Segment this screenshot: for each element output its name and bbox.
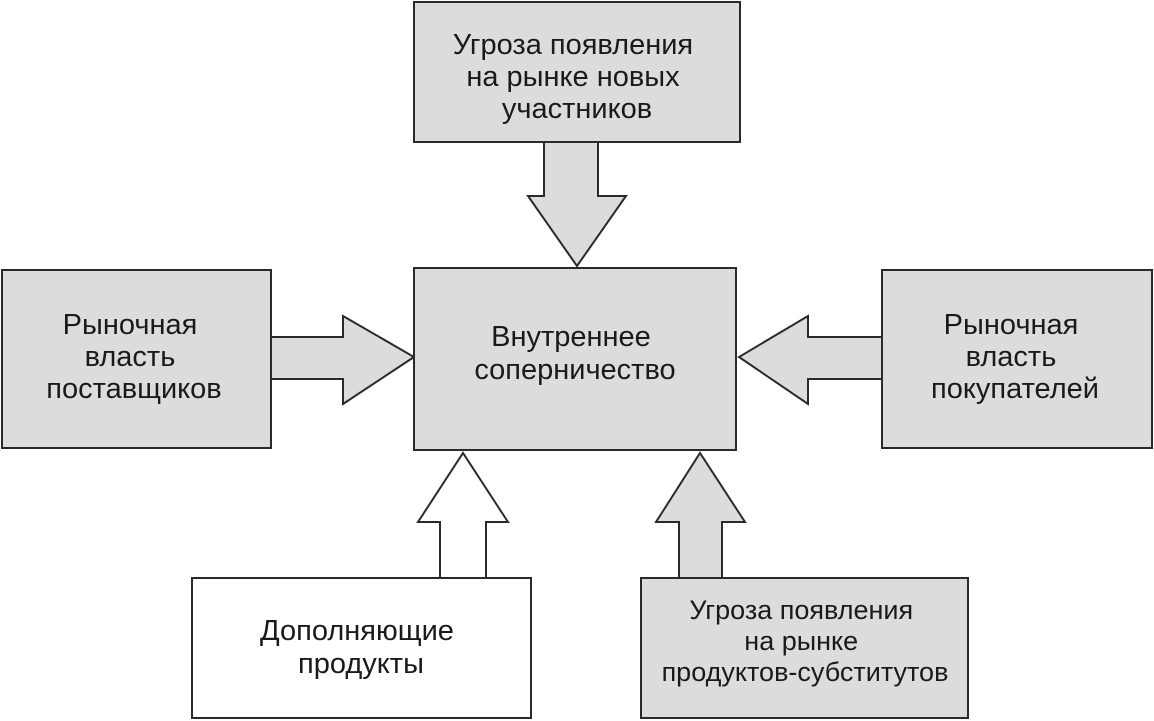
box-rivalry-label: Внутреннее соперничество — [474, 321, 675, 386]
box-suppliers-line-3: поставщиков — [46, 373, 221, 405]
box-rivalry: Внутреннее соперничество — [413, 267, 737, 451]
box-substitutes-line-3: продуктов-субститутов — [662, 657, 949, 687]
box-complements-line-2: продукты — [298, 648, 424, 680]
arrow-buyers-to-rivalry — [737, 314, 883, 406]
box-substitutes-line-2: на рынке — [744, 626, 858, 656]
arrow-complements-to-rivalry — [416, 451, 510, 579]
box-complements: Дополняющие продукты — [191, 577, 532, 719]
box-new-entrants-label: Угроза появления на рынке новых участник… — [453, 29, 701, 125]
box-substitutes-line-1: Угроза появления — [689, 595, 913, 625]
box-buyers-line-1: Рыночная — [944, 309, 1079, 341]
box-complements-line-1: Дополняющие — [260, 615, 454, 647]
box-buyers-line-2: власть — [966, 341, 1057, 373]
box-buyers-line-3: покупателей — [931, 373, 1099, 405]
box-new-entrants-line-1: Угроза появления — [453, 29, 693, 61]
box-buyers: Рыночная власть покупателей — [881, 269, 1153, 449]
box-rivalry-line-1: Внутреннее — [491, 321, 651, 353]
box-suppliers: Рыночная власть поставщиков — [1, 269, 272, 449]
arrow-substitutes-to-rivalry — [654, 451, 747, 579]
box-suppliers-line-1: Рыночная — [63, 309, 198, 341]
box-new-entrants-line-2: на рынке новых — [466, 61, 680, 93]
box-suppliers-label: Рыночная власть поставщиков — [46, 309, 221, 405]
box-rivalry-line-2: соперничество — [474, 354, 675, 386]
box-buyers-label: Рыночная власть покупателей — [931, 309, 1099, 405]
arrow-suppliers-to-rivalry — [270, 314, 416, 406]
box-new-entrants: Угроза появления на рынке новых участник… — [413, 1, 741, 143]
arrow-new-entrants-to-rivalry — [526, 141, 628, 268]
box-complements-label: Дополняющие продукты — [260, 615, 462, 680]
box-substitutes: Угроза появления на рынке продуктов-субс… — [640, 577, 969, 719]
box-new-entrants-line-3: участников — [502, 93, 652, 125]
box-substitutes-label: Угроза появления на рынке продуктов-субс… — [662, 595, 949, 687]
box-suppliers-line-2: власть — [85, 341, 176, 373]
